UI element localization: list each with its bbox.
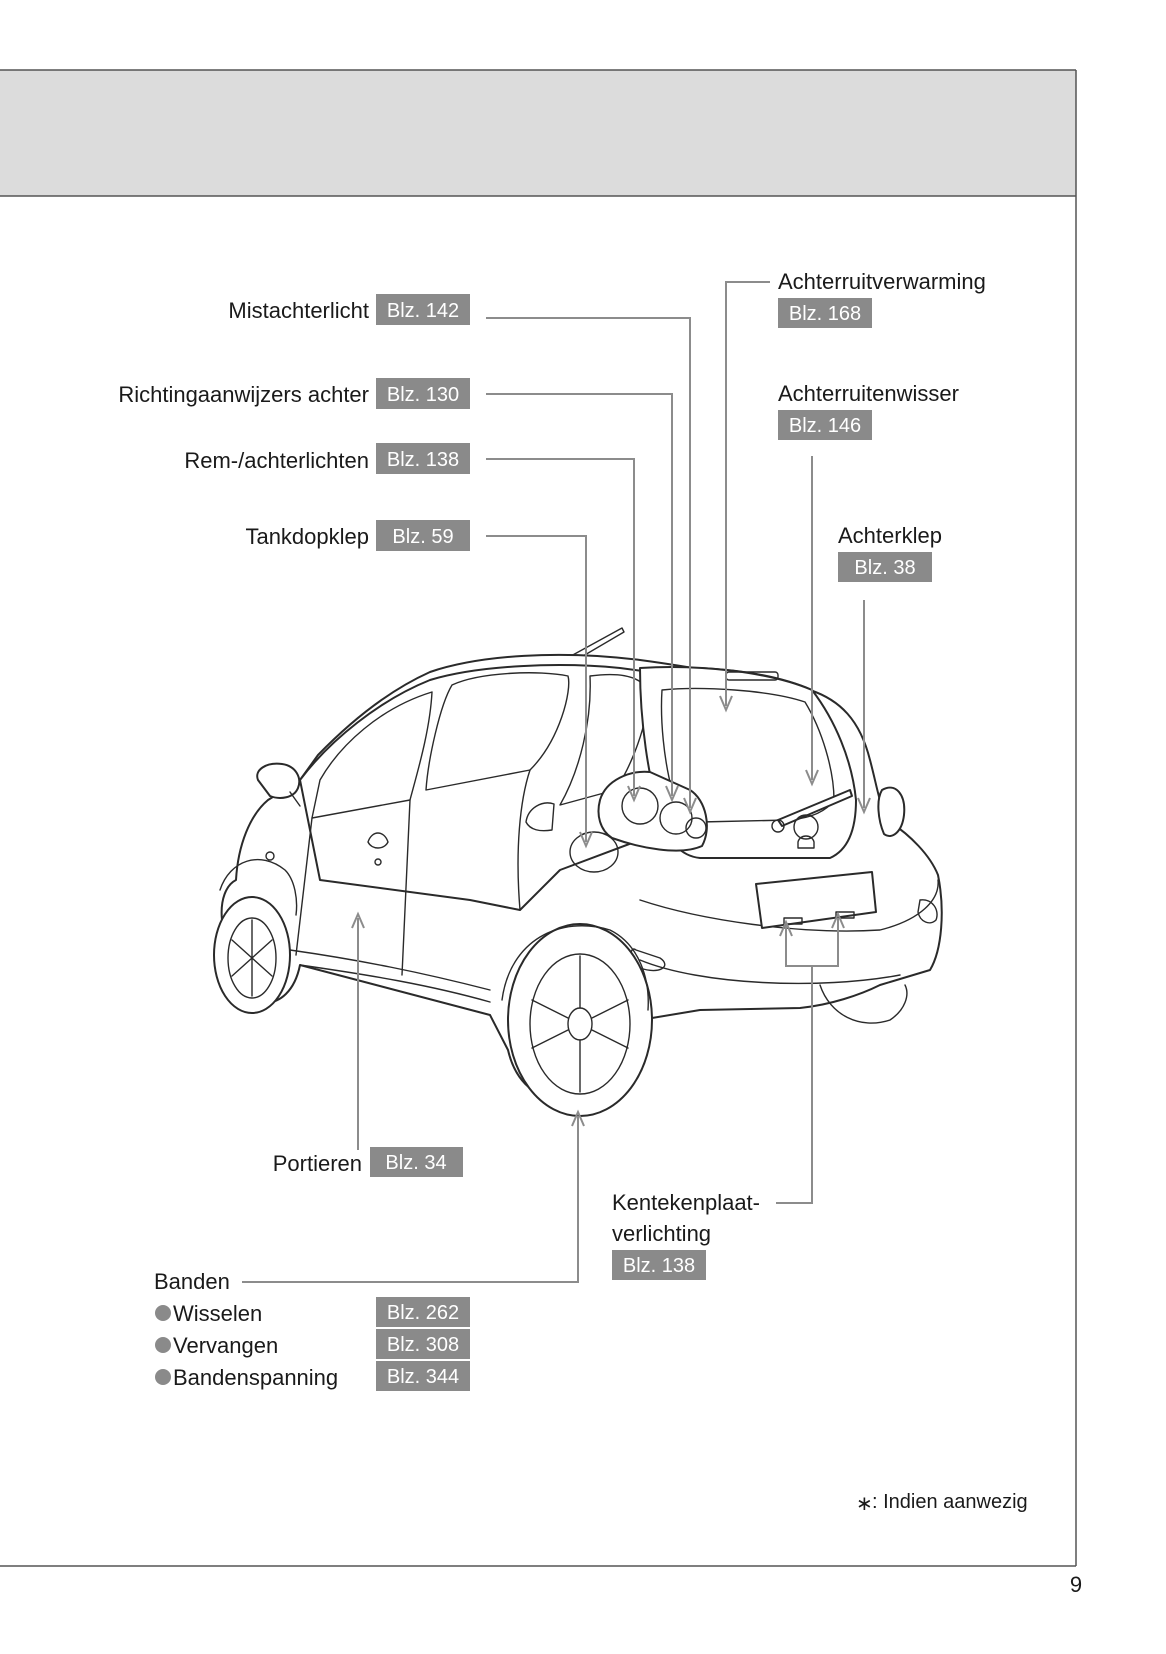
bullet-icon bbox=[155, 1305, 171, 1321]
callout-badge-achterklep bbox=[838, 552, 932, 582]
banden-item-badge bbox=[376, 1297, 470, 1327]
callout-badge-portieren bbox=[370, 1147, 463, 1177]
callout-ref-achterruitenwisser: Blz. 146 bbox=[789, 415, 861, 437]
callout-label-mistachterlicht: Mistachterlicht bbox=[228, 298, 369, 323]
header-band bbox=[0, 70, 1076, 196]
callout-ref-remachterlichten: Blz. 138 bbox=[387, 449, 459, 471]
callout-badge-achterruitenwisser bbox=[778, 410, 872, 440]
callout-ref-portieren: Blz. 34 bbox=[385, 1152, 446, 1174]
banden-item-label: Wisselen bbox=[173, 1301, 262, 1326]
callout-label-tankdopklep: Tankdopklep bbox=[245, 524, 369, 549]
callout-ref-richtingaanwijzers: Blz. 130 bbox=[387, 384, 459, 406]
banden-item-ref: Blz. 344 bbox=[387, 1366, 459, 1388]
footnote-mark: ∗ bbox=[856, 1493, 873, 1515]
callout-badge-tankdopklep bbox=[376, 520, 470, 551]
callout-badge-mistachterlicht bbox=[376, 294, 470, 325]
callout-label-achterruitenwisser: Achterruitenwisser bbox=[778, 381, 959, 406]
callout-label-achterruitverwarming: Achterruitverwarming bbox=[778, 269, 986, 294]
callout-badge-remachterlichten bbox=[376, 443, 470, 474]
banden-item-badge bbox=[376, 1361, 470, 1391]
car-illustration bbox=[213, 627, 943, 1117]
callout-ref-mistachterlicht: Blz. 142 bbox=[387, 300, 459, 322]
leader-lines bbox=[242, 281, 871, 1283]
footnote-text: : Indien aanwezig bbox=[872, 1491, 1028, 1513]
callout-ref-achterklep: Blz. 38 bbox=[854, 557, 915, 579]
banden-item-ref: Blz. 308 bbox=[387, 1334, 459, 1356]
banden-item-label: Bandenspanning bbox=[173, 1365, 338, 1390]
callout-label-remachterlichten: Rem-/achterlichten bbox=[184, 448, 369, 473]
banden-item-label: Vervangen bbox=[173, 1333, 278, 1358]
banden-item-ref: Blz. 262 bbox=[387, 1302, 459, 1324]
callout-badge-kentekenplaat bbox=[612, 1250, 706, 1280]
callout-label-kentekenplaat-1: Kentekenplaat- bbox=[612, 1190, 760, 1215]
callout-ref-achterruitverwarming: Blz. 168 bbox=[789, 303, 861, 325]
callout-label-portieren: Portieren bbox=[273, 1151, 362, 1176]
callout-label-richtingaanwijzers: Richtingaanwijzers achter bbox=[118, 382, 369, 407]
banden-item-badge bbox=[376, 1329, 470, 1359]
callout-ref-kentekenplaat: Blz. 138 bbox=[623, 1255, 695, 1277]
callout-badge-richtingaanwijzers bbox=[376, 378, 470, 409]
callout-badge-achterruitverwarming bbox=[778, 298, 872, 328]
page-number: 9 bbox=[1070, 1572, 1082, 1597]
callout-ref-tankdopklep: Blz. 59 bbox=[392, 526, 453, 548]
callout-label-banden: Banden bbox=[154, 1269, 230, 1294]
callout-label-kentekenplaat-2: verlichting bbox=[612, 1221, 711, 1246]
callout-label-achterklep: Achterklep bbox=[838, 523, 942, 548]
bullet-icon bbox=[155, 1337, 171, 1353]
bullet-icon bbox=[155, 1369, 171, 1385]
